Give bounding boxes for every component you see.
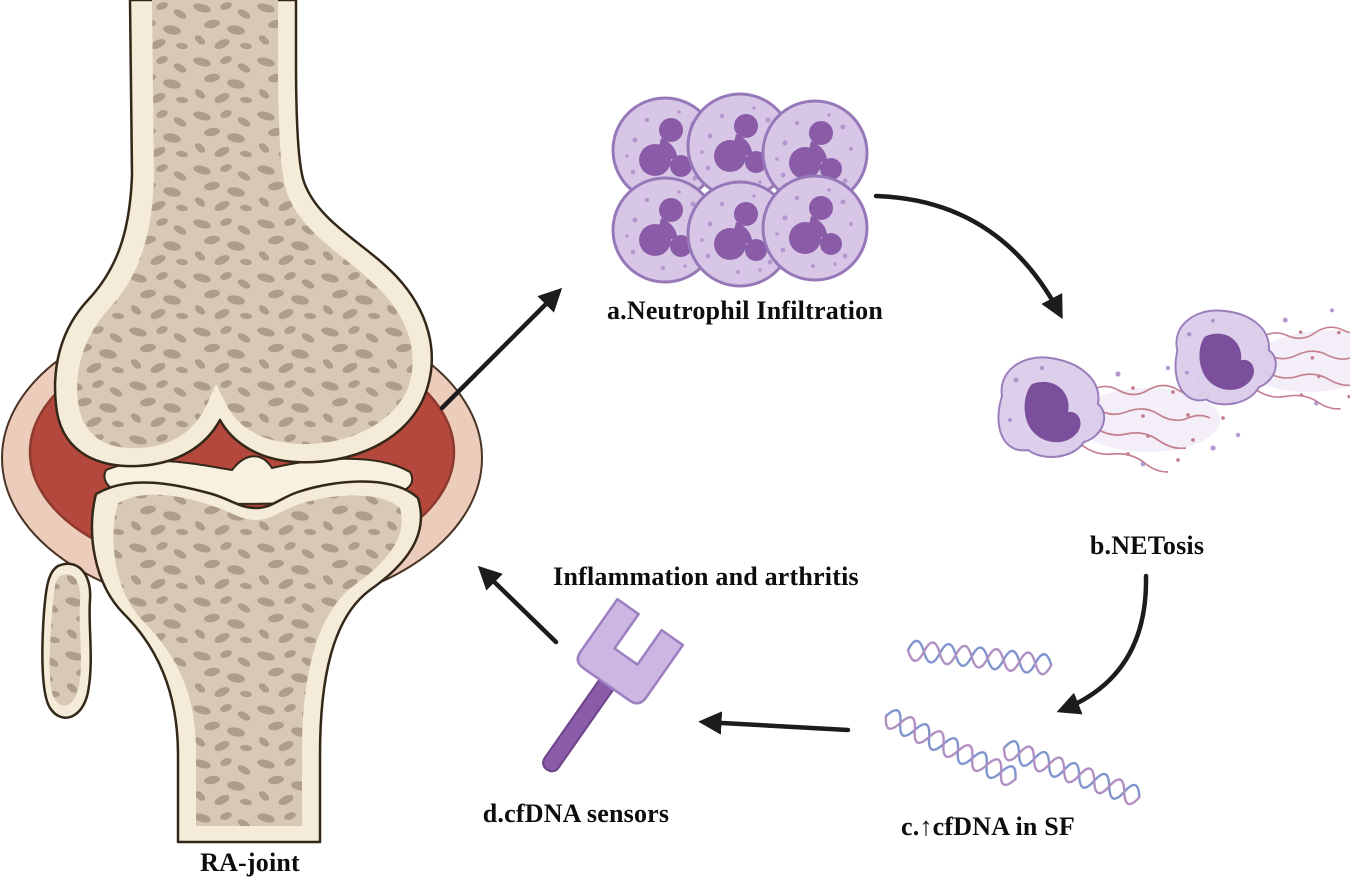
dna-helix-icon [999, 737, 1144, 808]
neutrophil-cluster [611, 92, 869, 288]
label-inflammation-arthritis: Inflammation and arthritis [553, 562, 859, 591]
sensor-handle [542, 675, 616, 773]
label-cfdna-sensors: d.cfDNA sensors [482, 799, 670, 828]
flow-arrows [439, 193, 1149, 735]
arrow-sensor-to-joint [477, 565, 559, 645]
netosis-cells [997, 293, 1350, 473]
arrow-neutrophils-to-netosis [873, 193, 1063, 320]
neutrophil-cell [761, 174, 869, 282]
cfdna-helices [880, 638, 1144, 808]
fibula-bone [41, 562, 92, 719]
label-cfdna-in-sf: c.↑cfDNA in SF [901, 812, 1075, 841]
cfdna-sensor-icon [542, 597, 685, 773]
femur-bone [53, 0, 433, 468]
tibia-bone [90, 480, 423, 844]
dna-helix-icon [880, 705, 1022, 790]
ra-joint-illustration [1, 0, 483, 844]
sensor-fork [576, 597, 685, 705]
dna-helix-icon [905, 638, 1054, 677]
arrow-cfdna-to-sensor [698, 711, 851, 735]
label-netosis: b.NETosis [1089, 531, 1205, 560]
label-neutrophil-infiltration: a.Neutrophil Infiltration [606, 296, 884, 325]
arrow-netosis-to-cfdna [1056, 573, 1149, 715]
arrow-joint-to-neutrophils [439, 287, 563, 411]
label-ra-joint: RA-joint [200, 848, 300, 877]
